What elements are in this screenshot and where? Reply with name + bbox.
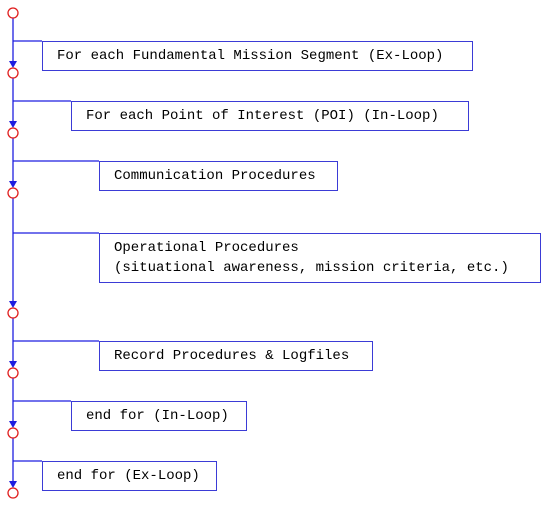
step-label: For each Fundamental Mission Segment (Ex… [57, 48, 444, 64]
step-sublabel: (situational awareness, mission criteria… [114, 260, 509, 276]
step-label: Operational Procedures [114, 240, 299, 256]
flow-arrowhead [9, 301, 17, 308]
flow-arrowhead [9, 361, 17, 368]
step-box-ex-loop-end: end for (Ex-Loop) [42, 461, 217, 491]
step-label: For each Point of Interest (POI) (In-Loo… [86, 108, 439, 124]
flow-arrowhead [9, 61, 17, 68]
step-box-record: Record Procedures & Logfiles [99, 341, 373, 371]
flow-node [7, 187, 19, 199]
flow-arrowhead [9, 181, 17, 188]
flow-node [7, 307, 19, 319]
step-box-in-loop-end: end for (In-Loop) [71, 401, 247, 431]
step-box-communication: Communication Procedures [99, 161, 338, 191]
flow-node [7, 427, 19, 439]
step-label: end for (In-Loop) [86, 408, 229, 424]
flow-node [7, 367, 19, 379]
step-label: end for (Ex-Loop) [57, 468, 200, 484]
step-label: Communication Procedures [114, 168, 316, 184]
flow-arrowhead [9, 421, 17, 428]
step-box-ex-loop-start: For each Fundamental Mission Segment (Ex… [42, 41, 473, 71]
flow-node [7, 7, 19, 19]
flow-node [7, 67, 19, 79]
step-box-in-loop-start: For each Point of Interest (POI) (In-Loo… [71, 101, 469, 131]
flow-node [7, 487, 19, 499]
flow-arrowhead [9, 121, 17, 128]
step-box-operational: Operational Procedures (situational awar… [99, 233, 541, 283]
step-label: Record Procedures & Logfiles [114, 348, 350, 364]
flow-arrowhead [9, 481, 17, 488]
flow-node [7, 127, 19, 139]
